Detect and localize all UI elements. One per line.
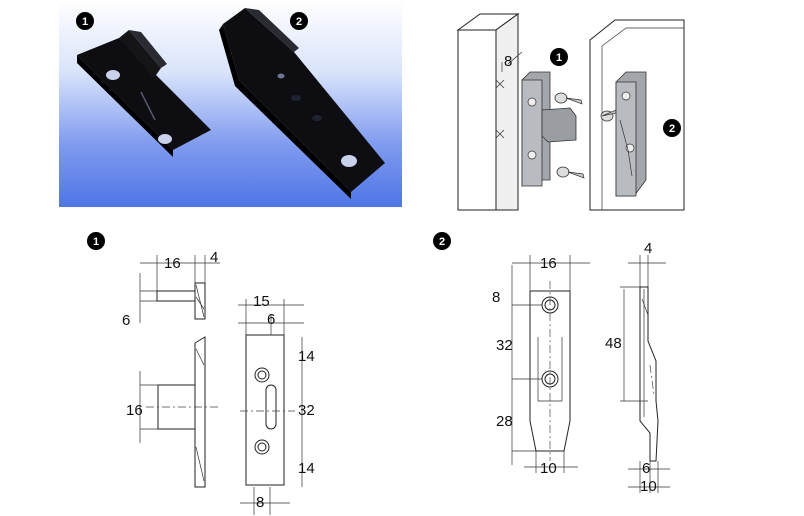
drill-marks: [495, 51, 523, 139]
side-view: [139, 255, 220, 323]
badge-text: 2: [296, 16, 302, 28]
d1-front-dim-14-top: 14: [298, 348, 315, 365]
part-2-installed: [615, 71, 647, 197]
part-1-photo: [77, 30, 211, 157]
badge-drawing-2: 2: [433, 232, 451, 250]
d1-front-dim-6: 6: [267, 311, 275, 328]
installation-illustration-panel: 8 1: [430, 0, 730, 211]
part-2-photo: [219, 8, 385, 199]
drawing-1-views: 1 16 4 6 16: [87, 232, 315, 515]
drawing-2-views: 2 16 8 32 28 10: [433, 232, 670, 495]
badge-text: 1: [93, 236, 99, 248]
profile-view: [139, 336, 220, 488]
product-photo: 1 2: [76, 8, 385, 199]
badge-photo-part-1: 1: [76, 12, 94, 30]
d1-profile-dim-16: 16: [126, 402, 143, 419]
badge-text: 2: [669, 123, 675, 135]
d2-side-dim-6: 6: [642, 460, 650, 477]
badge-install-part-2: 2: [663, 119, 681, 137]
install-dim-8: 8: [504, 53, 512, 70]
badge-drawing-1: 1: [87, 232, 105, 250]
side-view-2: [620, 255, 670, 493]
d2-front-dim-8: 8: [492, 289, 500, 306]
cabinet-post: [456, 13, 520, 211]
d2-side-dim-10: 10: [640, 478, 657, 495]
d1-front-dim-8: 8: [256, 494, 264, 511]
front-view-2: [511, 255, 590, 473]
d1-front-dim-32: 32: [298, 402, 315, 419]
badge-text: 2: [439, 236, 445, 248]
d2-front-dim-32: 32: [496, 337, 513, 354]
part-1-installed: [521, 71, 577, 187]
installation-illustration: 8 1: [456, 13, 685, 211]
badge-text: 1: [556, 52, 562, 64]
front-view: [238, 299, 304, 515]
d1-front-dim-14-bottom: 14: [298, 460, 315, 477]
d1-side-dim-4: 4: [210, 249, 218, 266]
d2-side-dim-48: 48: [605, 335, 622, 352]
badge-photo-part-2: 2: [290, 12, 308, 30]
d2-front-dim-10: 10: [540, 460, 557, 477]
d2-front-dim-16: 16: [540, 255, 557, 272]
d1-side-dim-16: 16: [164, 255, 181, 272]
screw-icon: [600, 109, 617, 122]
screw-icon: [556, 166, 585, 179]
badge-install-part-1: 1: [550, 48, 568, 66]
technical-drawing-part-2: 2 16 8 32 28 10: [430, 225, 710, 516]
d2-side-dim-4: 4: [644, 240, 652, 257]
technical-drawing-part-1: 1 16 4 6 16: [80, 225, 350, 516]
d1-side-dim-6: 6: [122, 312, 130, 329]
d2-front-dim-28: 28: [496, 413, 513, 430]
badge-text: 1: [82, 16, 88, 28]
d1-front-dim-15: 15: [253, 293, 270, 310]
product-photo-panel: 1 2: [59, 0, 402, 207]
screw-icon: [554, 92, 583, 105]
